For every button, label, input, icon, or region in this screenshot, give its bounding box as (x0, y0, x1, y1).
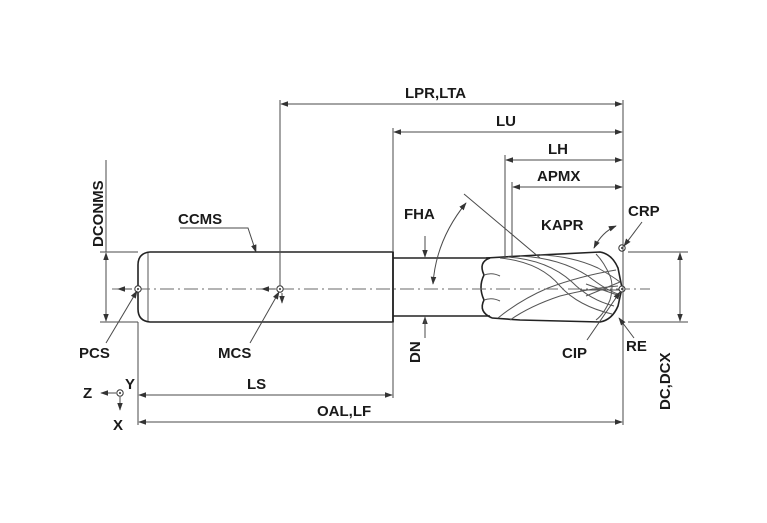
kapr-angle (593, 225, 617, 249)
neck-outline (392, 252, 490, 322)
ccms-label: CCMS (178, 211, 222, 228)
re-leader (618, 317, 635, 339)
lh-label: LH (548, 141, 568, 158)
axis-z-label: Z (83, 385, 92, 402)
mcs-label: MCS (218, 345, 251, 362)
lpr-lta-label: LPR,LTA (405, 85, 466, 102)
end-mill-body (137, 251, 623, 323)
flute-section (480, 251, 623, 323)
crp-label: CRP (628, 203, 660, 220)
apmx-label: APMX (537, 168, 580, 185)
shank-outline (137, 251, 394, 323)
fha-label: FHA (404, 206, 435, 223)
pcs-label: PCS (79, 345, 110, 362)
cip-leader (586, 291, 621, 341)
axis-x-label: X (113, 417, 123, 434)
crp-leader (623, 221, 643, 247)
lu-label: LU (496, 113, 516, 130)
kapr-label: KAPR (541, 217, 584, 234)
ccms-leader (180, 227, 257, 253)
dconms-label: DCONMS (90, 180, 107, 247)
dc-dcx-label: DC,DCX (657, 352, 674, 410)
fha-angle (430, 193, 541, 285)
axis-y-label: Y (125, 376, 135, 393)
pcs-point-icon (134, 285, 142, 293)
cip-point-icon (618, 285, 626, 293)
mcs-leader (249, 291, 280, 344)
coordinate-axis-triad (100, 389, 124, 411)
cip-label: CIP (562, 345, 587, 362)
dn-label: DN (407, 341, 424, 363)
oal-lf-label: OAL,LF (317, 403, 371, 420)
mcs-point-icon (276, 285, 284, 293)
pcs-leader (105, 290, 138, 344)
re-label: RE (626, 338, 647, 355)
ls-label: LS (247, 376, 266, 393)
extension-lines (100, 100, 688, 425)
